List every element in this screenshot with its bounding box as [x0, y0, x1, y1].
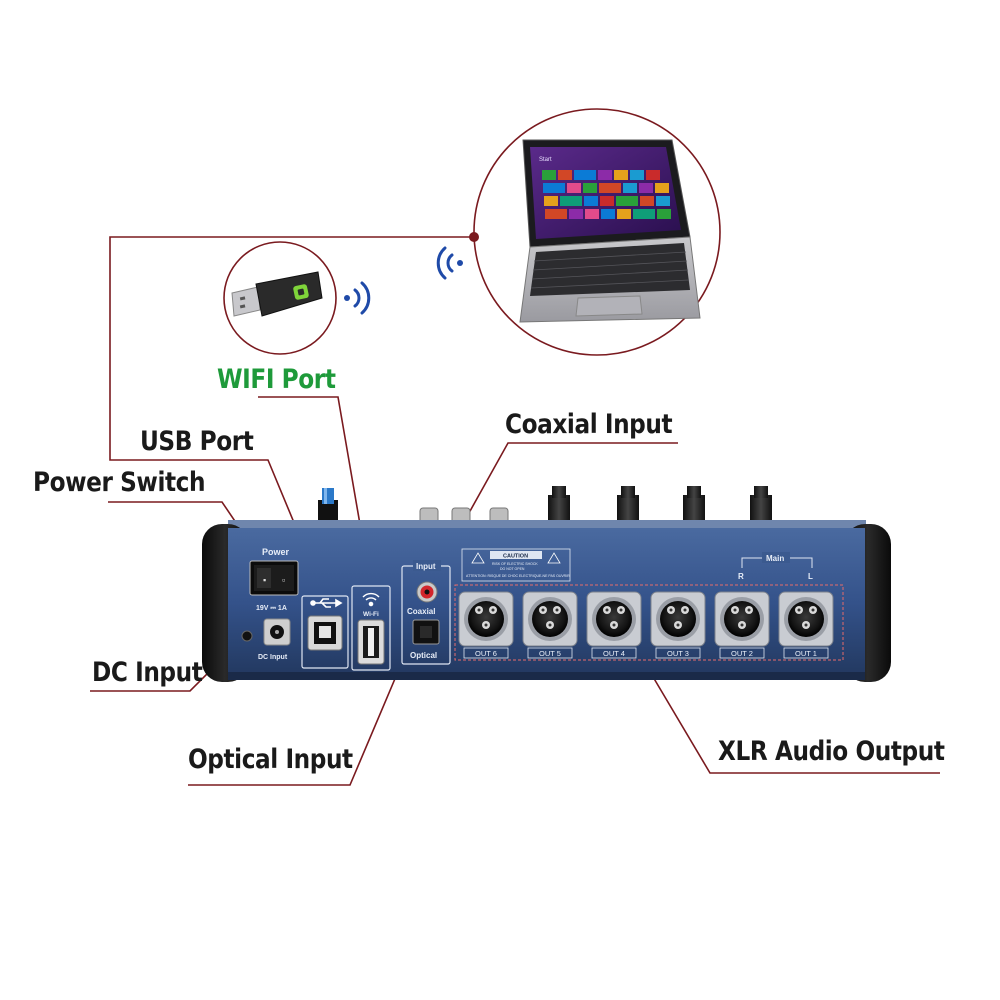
usb-dongle-icon	[231, 271, 323, 317]
xlr-label-box	[591, 647, 637, 659]
metro-tiles	[542, 170, 671, 219]
xlr-output-label: OUT 6	[475, 649, 497, 658]
top-knobs	[318, 486, 772, 527]
optical-input-leader	[188, 647, 409, 786]
panel-coaxial-label: Coaxial	[407, 607, 435, 616]
wifi-symbol-icon	[362, 592, 380, 607]
usb-port-section	[301, 595, 349, 669]
usb-symbol-icon	[310, 598, 343, 608]
wireless-signal-icon	[436, 246, 463, 280]
xlr-output-leader	[642, 659, 940, 774]
xlr-output-label: OUT 2	[731, 649, 753, 658]
keyboard	[530, 243, 690, 296]
caution-label: CAUTION RISK OF ELECTRIC SHOCK DO NOT OP…	[461, 548, 571, 582]
power-switch-callout: Power Switch	[33, 467, 206, 498]
caution-line-2: DO NOT OPEN	[500, 567, 525, 571]
wifi-port-callout: WIFI Port	[217, 364, 336, 395]
dc-input-jack[interactable]	[264, 619, 290, 645]
xlr-label-box	[527, 647, 573, 659]
panel-power-label: Power	[262, 547, 290, 557]
xlr-connector[interactable]	[586, 591, 642, 647]
svg-text:▫: ▫	[282, 575, 285, 585]
xlr-connector[interactable]	[458, 591, 514, 647]
panel-dc-input-label: DC Input	[258, 654, 288, 661]
digital-input-section: Input Coaxial Optical	[401, 560, 451, 665]
connection-dot	[469, 232, 479, 242]
usb-connection-line	[109, 236, 474, 591]
xlr-label-box	[463, 647, 509, 659]
power-switch[interactable]	[250, 561, 298, 595]
panel-left-label: L	[808, 572, 813, 581]
optical-jack[interactable]	[413, 620, 439, 644]
usb-port[interactable]	[308, 616, 342, 650]
xlr-connector[interactable]	[778, 591, 834, 647]
panel-main-label: Main	[766, 554, 784, 563]
panel-wifi-label: Wi-Fi	[363, 611, 379, 618]
dc-input-section: 19V ⎓ 1A DC Input	[241, 605, 291, 661]
panel-input-label: Input	[416, 562, 436, 571]
xlr-output-box	[454, 584, 844, 661]
xlr-output-label: OUT 1	[795, 649, 817, 658]
optical-input-callout: Optical Input	[188, 744, 353, 775]
panel-optical-label: Optical	[410, 651, 437, 660]
svg-text:▪: ▪	[263, 575, 266, 585]
panel-power-spec: 19V ⎓ 1A	[256, 605, 287, 612]
xlr-label-box	[783, 647, 829, 659]
xlr-audio-output-callout: XLR Audio Output	[718, 736, 945, 767]
caution-line-3: ATTENTION: RISQUE DE CHOC ELECTRIQUE-NE …	[466, 574, 570, 578]
xlr-connector[interactable]	[522, 591, 578, 647]
xlr-label-box	[655, 647, 701, 659]
usb-dongle-circle	[223, 241, 337, 355]
usb-port-callout: USB Port	[140, 426, 254, 457]
xlr-output-label: OUT 4	[603, 649, 625, 658]
caution-line-1: RISK OF ELECTRIC SHOCK	[492, 562, 538, 566]
caution-title: CAUTION	[503, 554, 528, 560]
panel-right-label: R	[738, 572, 744, 581]
coaxial-jack[interactable]	[417, 582, 437, 602]
xlr-connector[interactable]	[650, 591, 706, 647]
laptop-start-text: Start	[539, 157, 552, 163]
xlr-outputs: OUT 6 OUT 5 OUT 4 OUT 3 OUT 2 OUT 1	[458, 591, 834, 659]
power-section: Power ▪ ▫	[249, 547, 299, 596]
wifi-port-section: Wi-Fi	[351, 585, 391, 671]
xlr-output-label: OUT 3	[667, 649, 689, 658]
xlr-label-box	[719, 647, 765, 659]
wireless-signal-icon	[344, 281, 371, 315]
wifi-port[interactable]	[358, 620, 384, 664]
coaxial-input-callout: Coaxial Input	[505, 409, 673, 440]
dc-input-callout: DC Input	[92, 657, 203, 688]
xlr-connector[interactable]	[714, 591, 770, 647]
laptop-icon: Start	[519, 139, 701, 323]
xlr-output-label: OUT 5	[539, 649, 561, 658]
